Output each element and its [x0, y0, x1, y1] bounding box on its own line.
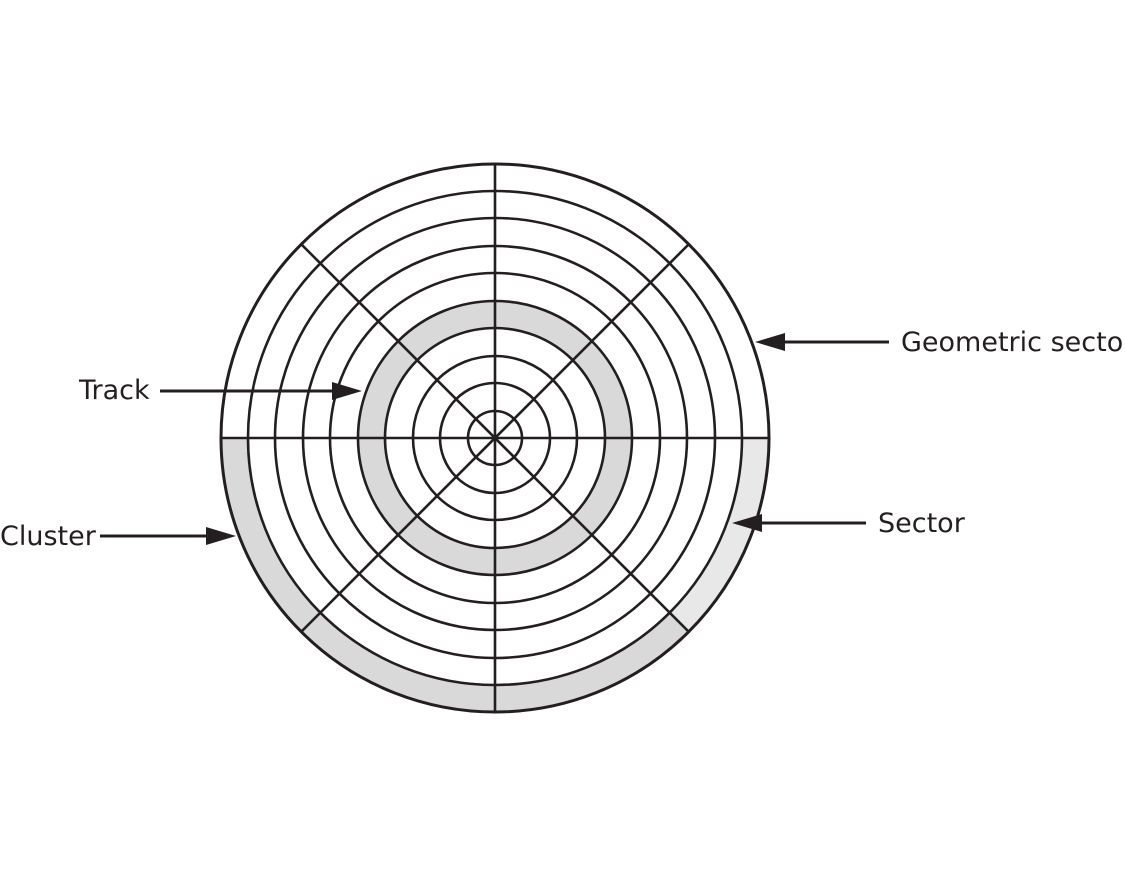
cluster-arrow: [100, 527, 236, 545]
sector-label: Sector: [878, 508, 966, 539]
cluster-highlight: [221, 438, 689, 712]
sector-highlight: [669, 438, 769, 632]
callout-arrows: [100, 333, 889, 545]
geometric-sector-label: Geometric sector: [901, 327, 1125, 358]
track-label: Track: [78, 375, 150, 406]
geometric-sector-arrow: [755, 333, 889, 351]
track-arrow: [160, 382, 362, 400]
sector-arrow: [732, 514, 866, 532]
cluster-label: Cluster: [0, 521, 97, 552]
sector-divider: [300, 243, 690, 633]
highlight-regions: [221, 301, 769, 712]
sector-dividers: [221, 164, 769, 712]
